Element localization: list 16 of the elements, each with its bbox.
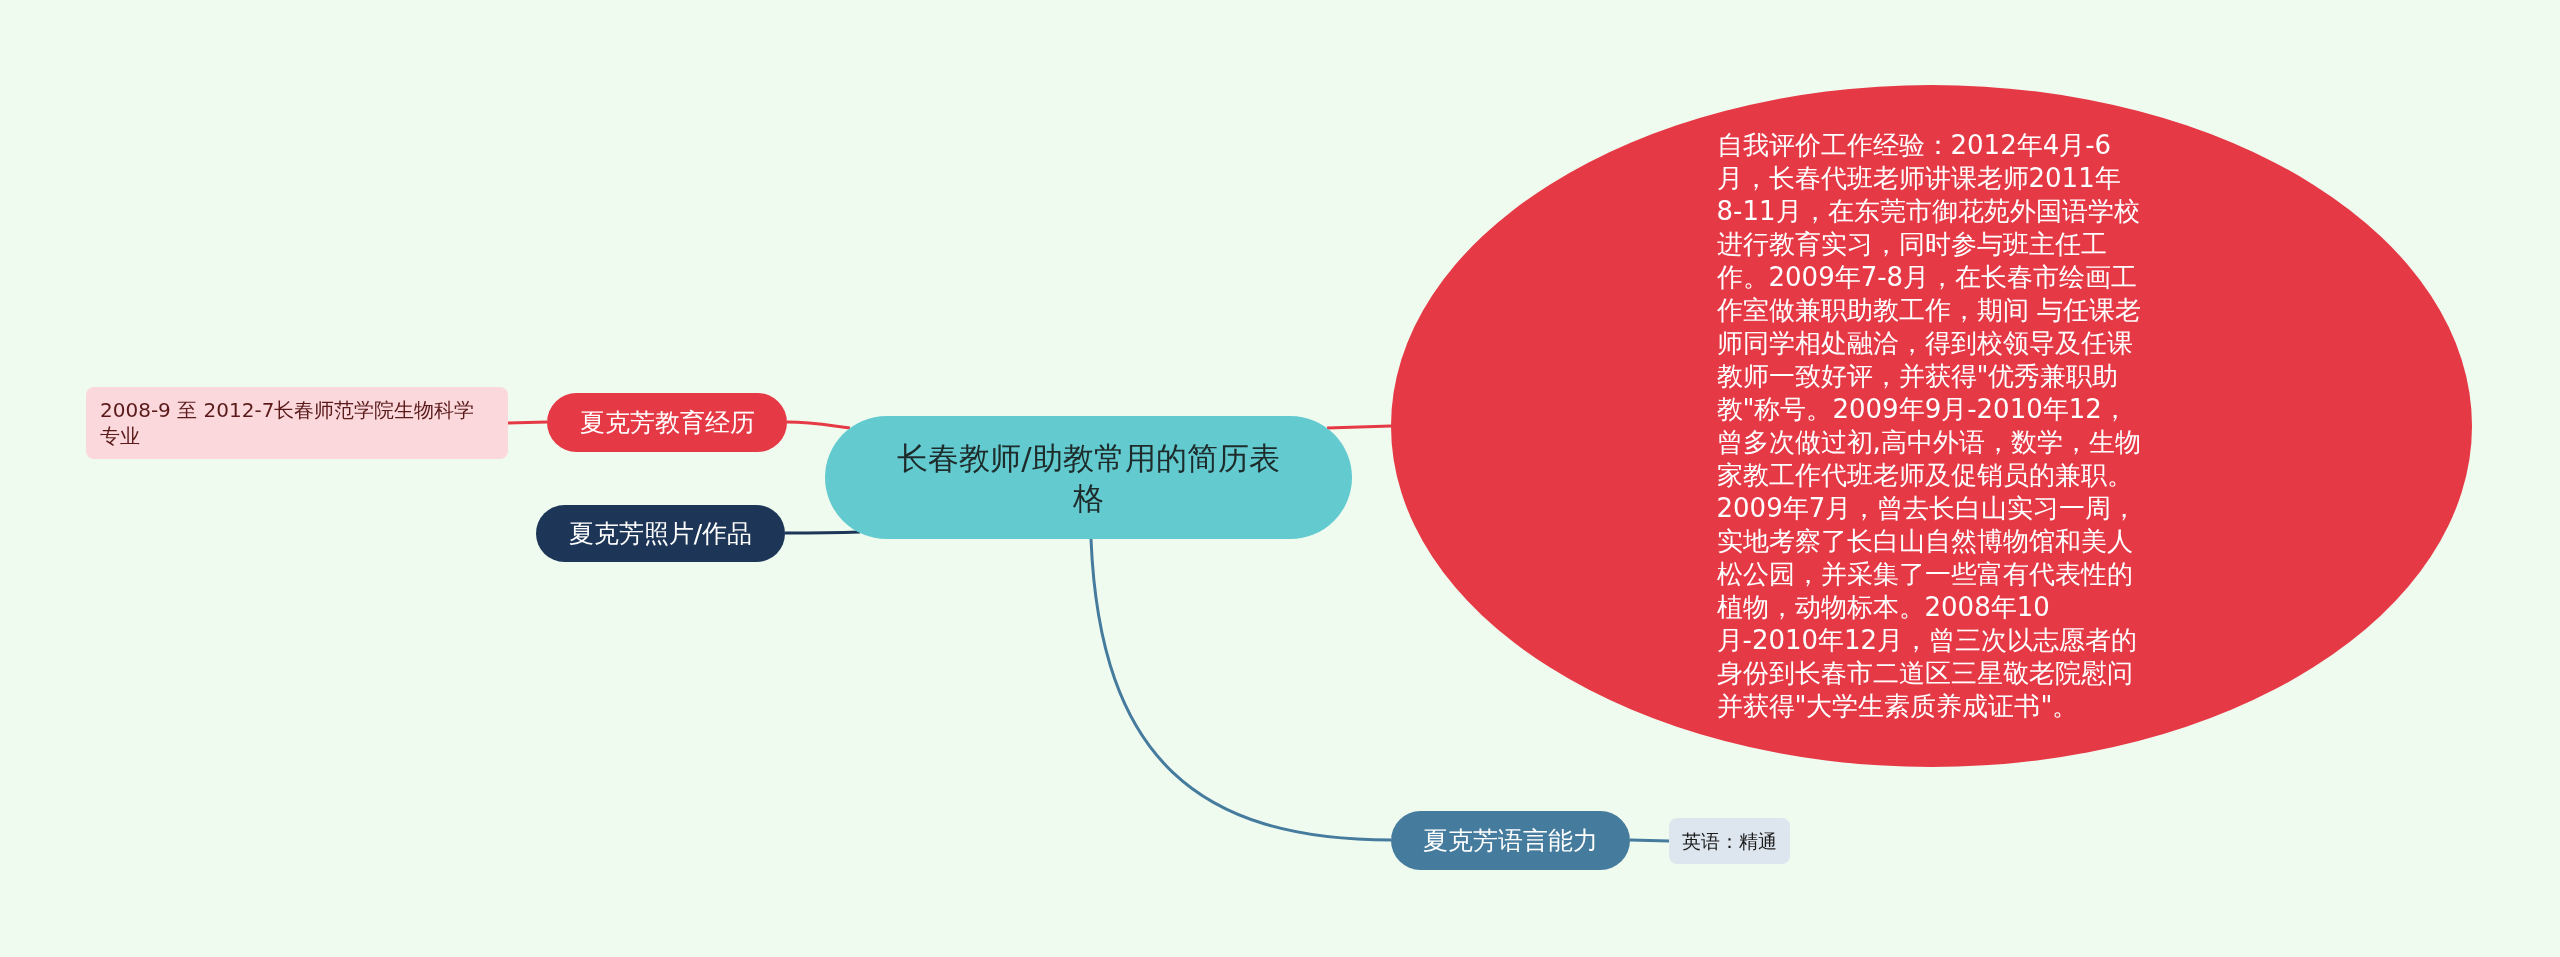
connector-line	[507, 420, 548, 425]
connector-line	[1089, 538, 1392, 842]
note-box	[86, 387, 508, 459]
branch-label: 夏克芳语言能力	[1423, 824, 1598, 857]
branch-label: 夏克芳教育经历	[579, 406, 755, 439]
note-box	[1669, 818, 1790, 864]
connector-line	[1629, 838, 1670, 843]
connector-line	[785, 530, 861, 535]
topic-title: 长春教师/助教常用的简历表格	[896, 438, 1281, 518]
note-text: 2008-9 至 2012-7长春师范学院生物科学专业	[99, 397, 476, 449]
branch-pill	[536, 505, 785, 562]
connector-line	[1326, 424, 1392, 430]
note-text: 英语：精通	[1682, 829, 1777, 853]
note-text: 自我评价工作经验：2012年4月-6月，长春代班老师讲课老师2011年8-11月，在东莞市御花苑外国语学校进行教育实习，同时参与班主任工作。2009年7-8月，在长春市绘画工作室做兼职助教工作，期间 与任课老师同学相处融洽，得到校领导及任课教师一致好评，并获得"优秀兼职助教"称号。2009年9月-2010年12，曾多次做过初,高中外语，数学，生物家教工作代班老师及促销员的兼职。2009年7月，曾去长白山实习一周，实地考察了长白山自然博物馆和美人松公园，并采集了一些富有代表性的植物，动物标本。2008年10月-2010年12月，曾三次以志愿者的身份到长春市二道区三星敬老院慰问并获得"大学生素质养成证书"。	[1716, 129, 2142, 723]
branch-label: 夏克芳照片/作品	[568, 517, 753, 550]
connector-line	[787, 420, 851, 430]
